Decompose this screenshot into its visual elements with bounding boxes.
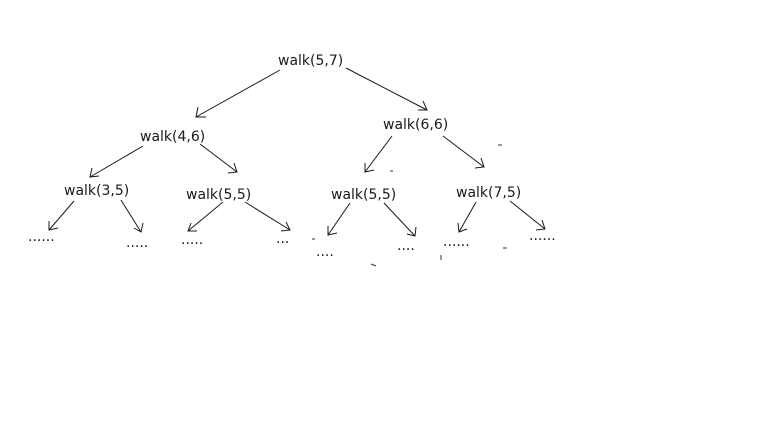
nodes: walk(5,7) walk(4,6) walk(6,6) walk(3,5) … [28,53,556,260]
arrowhead [406,226,417,237]
edge-walk-7-5-to-leaf-7 [458,201,477,233]
edge-walk-3-5-to-leaf-1 [48,200,75,231]
leaf-ellipsis: .... [397,238,415,254]
arrowhead [133,222,144,233]
stray-marks [312,144,507,267]
arrowhead [535,219,546,231]
edge-walk-5-5-a-to-leaf-3 [187,201,224,232]
leaf-ellipsis: ...... [28,229,55,245]
edge-walk-5-5-b-to-leaf-6 [383,202,416,237]
leaf-ellipsis: ..... [181,232,203,248]
leaf-ellipsis: .... [316,244,334,260]
arrowhead [457,222,468,233]
arrowhead [280,221,291,232]
stray-mark [370,263,377,267]
edge-walk-6-6-to-walk-5-5-b [364,135,393,173]
node-walk-4-6: walk(4,6) [140,129,205,145]
leaf-ellipsis: ... [276,231,289,247]
arrowhead [327,226,338,236]
edges [48,67,546,237]
edge-root-to-walk-4-6 [195,69,281,118]
arrowhead [364,163,375,173]
arrowhead [187,222,197,232]
node-walk-7-5: walk(7,5) [456,185,521,201]
edge-walk-4-6-to-walk-3-5 [89,145,144,178]
node-walk-5-5-b: walk(5,5) [331,187,396,203]
arrowhead [227,162,238,174]
arrowhead [89,167,100,178]
leaf-ellipsis: ..... [126,235,148,251]
leaf-ellipsis: ...... [443,234,470,250]
edge-root-to-walk-6-6 [345,67,428,111]
node-root: walk(5,7) [278,53,343,69]
arrowhead [195,106,206,118]
edge-walk-7-5-to-leaf-8 [509,200,546,230]
edge-walk-4-6-to-walk-5-5-a [199,143,238,173]
leaf-ellipsis: ...... [529,228,556,244]
node-walk-6-6: walk(6,6) [383,117,448,133]
arrowhead [418,100,428,111]
node-walk-3-5: walk(3,5) [64,183,129,199]
edge-walk-6-6-to-walk-7-5 [442,135,485,168]
arrowhead [474,157,485,169]
node-walk-5-5-a: walk(5,5) [186,187,251,203]
edge-walk-3-5-to-leaf-2 [120,199,142,233]
edge-walk-5-5-b-to-leaf-5 [327,202,351,236]
arrowhead [48,221,59,231]
edge-walk-5-5-a-to-leaf-4 [244,201,291,231]
